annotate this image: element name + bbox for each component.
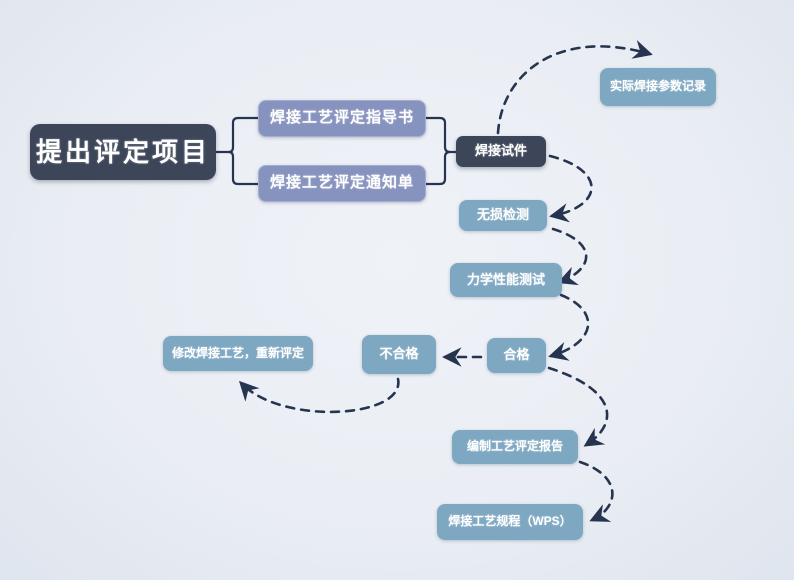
node-pwps[interactable]: 焊接工艺评定指导书	[258, 100, 426, 137]
edge-fail-to-rework	[238, 377, 400, 414]
node-fail[interactable]: 不合格	[362, 335, 436, 374]
edge-report-to-wps	[578, 460, 614, 522]
node-wps[interactable]: 焊接工艺规程（WPS）	[437, 504, 583, 540]
node-report[interactable]: 编制工艺评定报告	[452, 430, 578, 464]
node-mech-test[interactable]: 力学性能测试	[450, 263, 562, 297]
node-rework[interactable]: 修改焊接工艺，重新评定	[163, 336, 313, 371]
edge-testpiece-to-ndt	[548, 154, 593, 223]
node-pass[interactable]: 合格	[487, 338, 546, 373]
node-notice[interactable]: 焊接工艺评定通知单	[258, 165, 426, 202]
node-start[interactable]: 提出评定项目	[30, 124, 216, 180]
node-param-record[interactable]: 实际焊接参数记录	[600, 68, 716, 106]
edge-mechtest-to-pass	[548, 293, 590, 361]
node-ndt[interactable]: 无损检测	[459, 200, 547, 231]
node-test-piece[interactable]: 焊接试件	[456, 136, 546, 167]
